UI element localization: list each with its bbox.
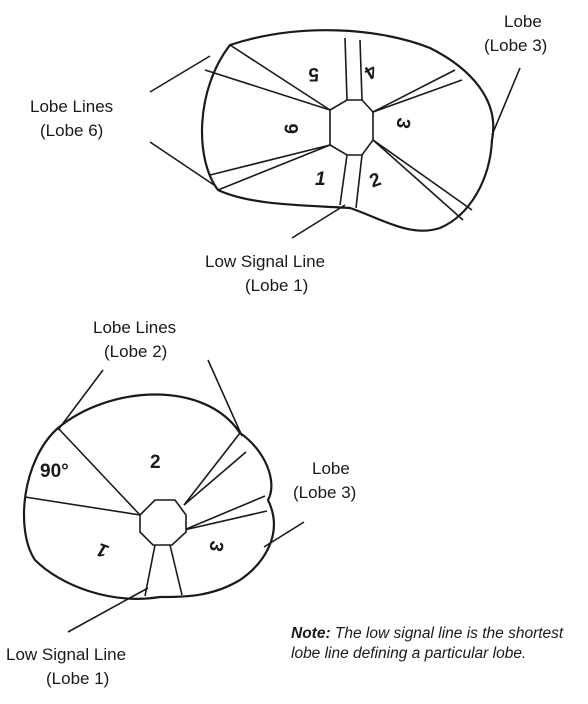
top-low-signal-sub-label: (Lobe 1) — [245, 276, 308, 295]
bottom-lobe-leader — [263, 521, 305, 548]
top-lobe-line — [359, 39, 363, 101]
top-lobe-leader — [491, 67, 521, 136]
bottom-lobe-line — [57, 427, 141, 516]
top-lobe-number-2: 2 — [367, 169, 384, 192]
top-lobe-line — [344, 37, 348, 101]
top-lobe-line — [209, 144, 331, 176]
top-lobe-number-6: 6 — [282, 123, 303, 134]
top-lobe-line — [229, 44, 331, 111]
bottom-lobe-number-2: 2 — [150, 452, 161, 473]
top-lobe-line — [339, 154, 348, 206]
bottom-center-hexagon — [139, 499, 187, 546]
top-lobe-number-5: 5 — [308, 63, 319, 84]
bottom-lobe-diagram: 90° 2 1 3 Lobe Lines (Lobe 2) Lobe (Lobe… — [6, 318, 356, 688]
bottom-lobe-number-3: 3 — [204, 539, 227, 553]
note-prefix: Note: — [291, 625, 331, 642]
bottom-lobe-outline — [22, 393, 275, 600]
bottom-lobe-lines-leader — [57, 369, 104, 431]
bottom-low-signal-sub-label: (Lobe 1) — [46, 669, 109, 688]
note-body: The low signal line is the shortest lobe… — [291, 625, 564, 662]
bottom-lobe-lines-leader — [207, 359, 243, 437]
bottom-angle-label: 90° — [40, 461, 69, 482]
bottom-lobe-line — [24, 496, 141, 516]
top-center-hexagon — [329, 99, 374, 156]
top-lobe-label: Lobe — [504, 12, 542, 31]
top-lobe-line — [372, 79, 463, 113]
top-lobe-sub-label: (Lobe 3) — [484, 36, 547, 55]
top-lobe-number-1: 1 — [315, 169, 326, 190]
top-lobe-line — [372, 139, 464, 221]
bottom-lobe-line — [144, 544, 156, 597]
top-lobe-diagram: 5 4 3 6 1 2 Lobe (Lobe 3) Lobe Lines (Lo… — [30, 12, 547, 295]
top-lobe-lines-sub-label: (Lobe 6) — [40, 121, 103, 140]
bottom-lobe-lines-sub-label: (Lobe 2) — [104, 342, 167, 361]
bottom-low-signal-leader — [67, 587, 149, 633]
top-lobe-outline — [200, 29, 495, 232]
bottom-lobe-line — [183, 432, 241, 506]
bottom-lobe-line — [183, 451, 247, 506]
top-lobe-number-3: 3 — [391, 116, 414, 130]
top-low-signal-label: Low Signal Line — [205, 252, 325, 271]
note-text: Note: The low signal line is the shortes… — [291, 624, 587, 664]
top-lobe-line — [372, 139, 473, 211]
top-low-signal-leader — [291, 204, 346, 239]
top-lobe-lines-label: Lobe Lines — [30, 97, 113, 116]
top-lobe-line — [355, 154, 363, 209]
bottom-lobe-lines-label: Lobe Lines — [93, 318, 176, 337]
bottom-lobe-number-1: 1 — [94, 538, 111, 561]
top-lobe-line — [217, 144, 331, 191]
bottom-lobe-label: Lobe — [312, 459, 350, 478]
top-lobe-line — [372, 69, 456, 113]
bottom-low-signal-label: Low Signal Line — [6, 645, 126, 664]
bottom-lobe-line — [169, 544, 183, 596]
bottom-lobe-line — [183, 510, 268, 531]
top-lobe-number-4: 4 — [360, 59, 380, 83]
top-lobe-lines-leader — [149, 55, 211, 93]
bottom-lobe-line — [183, 495, 266, 531]
top-lobe-line — [204, 69, 331, 111]
top-lobe-lines-leader — [149, 141, 215, 186]
bottom-lobe-sub-label: (Lobe 3) — [293, 483, 356, 502]
